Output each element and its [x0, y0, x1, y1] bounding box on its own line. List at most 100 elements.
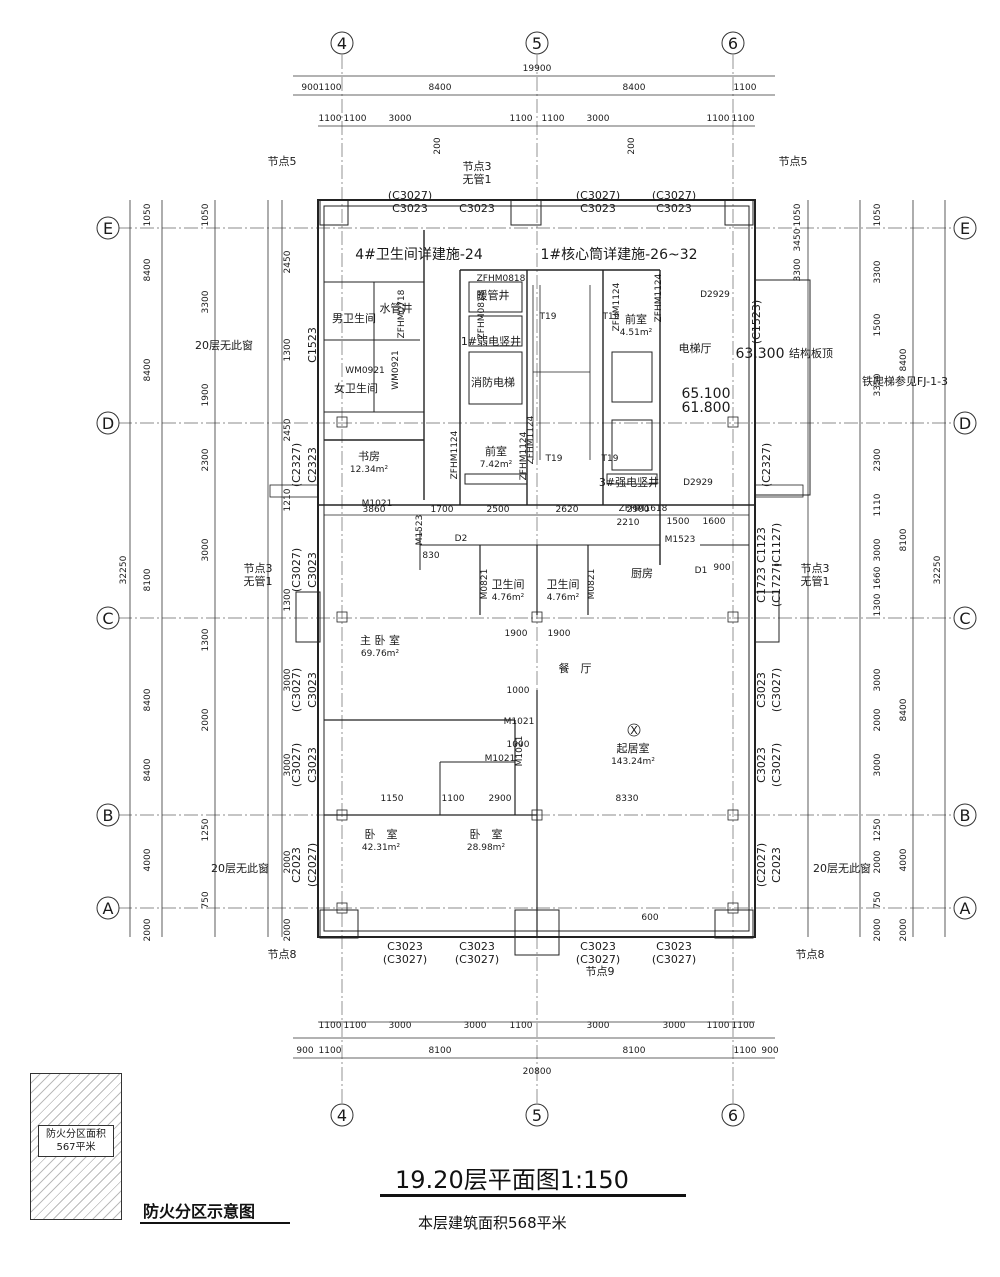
door-9: ZFHM1618: [619, 504, 668, 514]
dim-left-inner-13: 3000: [283, 753, 293, 776]
grid-col-top-1-circle: [525, 31, 549, 55]
dim-interior-7: 1600: [703, 517, 726, 527]
dim-left-inner-5: 2450: [283, 418, 293, 441]
window-right-3: (C1127): [770, 523, 783, 567]
dim-left-inner-4: 1900: [201, 383, 211, 406]
dim-interior-12: 1150: [381, 794, 404, 804]
dim-right-inner-14: 750: [873, 891, 883, 908]
door-5: ZFHM1124: [450, 430, 460, 479]
dim-right-inner-11: 3000: [873, 753, 883, 776]
grid-row-left-2-circle: [96, 606, 120, 630]
dim-right-inner-15: 2000: [873, 918, 883, 941]
window-bottom-5: (C3027): [576, 953, 620, 966]
dim-interior-0: 3860: [363, 505, 386, 515]
note-elev-2: 61.800: [682, 400, 731, 416]
dim-bottom-row1-1: 1100: [319, 1046, 342, 1056]
window-top-3: (C3027): [576, 189, 620, 202]
dim-bottom-row1-5: 900: [761, 1046, 778, 1056]
door-16: D2: [455, 534, 468, 544]
room-3-name: 暖管井: [477, 288, 510, 302]
building-walls: [269, 199, 811, 956]
dim-left-inner-11: 3000: [283, 668, 293, 691]
window-right-8: C3023: [755, 747, 768, 783]
note-roof-elev: 63.300: [736, 346, 785, 362]
note-no-window-2: 20层无此窗: [211, 861, 269, 875]
room-18-area: 28.98m²: [467, 843, 506, 853]
dim-left-inner-8: 3000: [201, 538, 211, 561]
window-bottom-0: C3023: [387, 940, 423, 953]
dim-top-row2-2: 3000: [389, 114, 412, 124]
dimension-lines: [129, 75, 946, 1059]
dim-right-inner-1: 3300: [873, 260, 883, 283]
dim-top-row1-1: 1100: [319, 83, 342, 93]
note-node5-left: 节点5: [268, 155, 297, 168]
window-left-4: C3023: [306, 552, 319, 588]
window-left-1: (C2327): [290, 443, 303, 487]
stair-mark-2: T19: [601, 454, 619, 464]
window-right-9: (C3027): [770, 743, 783, 787]
dim-interior-13: 1100: [442, 794, 465, 804]
stair-mark-3: T19: [602, 312, 620, 322]
dim-top-row2-4: 1100: [542, 114, 565, 124]
note-elev-1: 65.100: [682, 386, 731, 402]
grid-row-left-3: B: [103, 806, 114, 825]
window-left-10: (C2027): [306, 843, 319, 887]
room-9-area: 7.42m²: [480, 460, 513, 470]
dim-left-inner-6: 2300: [201, 448, 211, 471]
dim-left-outer-7: 2000: [143, 918, 153, 941]
dim-right-outer-0: 1050: [793, 203, 803, 226]
dim-left-inner-7: 1210: [283, 488, 293, 511]
dim-right-outer-2: 3300: [793, 258, 803, 281]
room-11-name: 卫生间: [492, 577, 525, 591]
dim-left-outer-5: 8400: [143, 758, 153, 781]
dim-interior-6: 1500: [667, 517, 690, 527]
dim-left-inner-16: 750: [201, 891, 211, 908]
room-14-name: 主 卧 室: [360, 633, 400, 647]
dim-right-inner-4: 2300: [873, 448, 883, 471]
room-2-name: 女卫生间: [334, 381, 378, 395]
grid-row-right-2-circle: [953, 606, 977, 630]
dim-interior-14: 2900: [489, 794, 512, 804]
window-top-1: C3023: [392, 202, 428, 215]
door-21: M0821: [587, 569, 597, 600]
dim-left-inner-2: 3300: [201, 290, 211, 313]
dim-interior-15: 8330: [616, 794, 639, 804]
room-17-name: 卧 室: [365, 827, 398, 841]
dim-top-small-1: 200: [627, 137, 637, 154]
door-10: M1021: [362, 499, 393, 509]
dim-right-inner-8: 1300: [873, 593, 883, 616]
dim-right-outer-3: 8400: [899, 348, 909, 371]
grid-row-left-2: C: [102, 609, 113, 628]
dim-interior-4: 2900: [627, 505, 650, 515]
dim-left-outer-3: 8100: [143, 568, 153, 591]
window-right-0: (C1523): [750, 300, 763, 344]
dim-interior-8: 1900: [505, 629, 528, 639]
door-17: D1: [695, 566, 708, 576]
dim-left-inner-1: 2450: [283, 250, 293, 273]
dim-bottom-row2-6: 3000: [663, 1021, 686, 1031]
room-11-area: 4.76m²: [492, 593, 525, 603]
dim-left-inner-12: 2000: [201, 708, 211, 731]
dim-bottom-row1-2: 8100: [429, 1046, 452, 1056]
window-bottom-6: C3023: [656, 940, 692, 953]
fire-zone-diagram: 防火分区面积 567平米: [30, 1073, 122, 1220]
window-bottom-2: C3023: [459, 940, 495, 953]
note-node8-right: 节点8: [796, 948, 825, 961]
dim-top-small-0: 200: [433, 137, 443, 154]
drawing-title: 19.20层平面图1:150: [395, 1166, 629, 1194]
door-6: ZFHM1124: [612, 282, 622, 331]
room-5-name: 消防电梯: [471, 375, 515, 389]
door-15: M1523: [665, 535, 696, 545]
dim-right-inner-6: 3000: [873, 538, 883, 561]
room-15-name: 餐 厅: [559, 661, 592, 675]
dim-left-outer-0: 1050: [143, 203, 153, 226]
grid-row-left-1-circle: [96, 411, 120, 435]
door-20: M0821: [480, 569, 490, 600]
window-top-4: C3023: [580, 202, 616, 215]
dim-right-inner-9: 3000: [873, 668, 883, 691]
door-18: D2929: [700, 290, 730, 300]
dim-right-total: 32250: [933, 555, 943, 584]
window-right-10: (C2027): [755, 843, 768, 887]
room-1-name: 水管井: [380, 301, 413, 315]
